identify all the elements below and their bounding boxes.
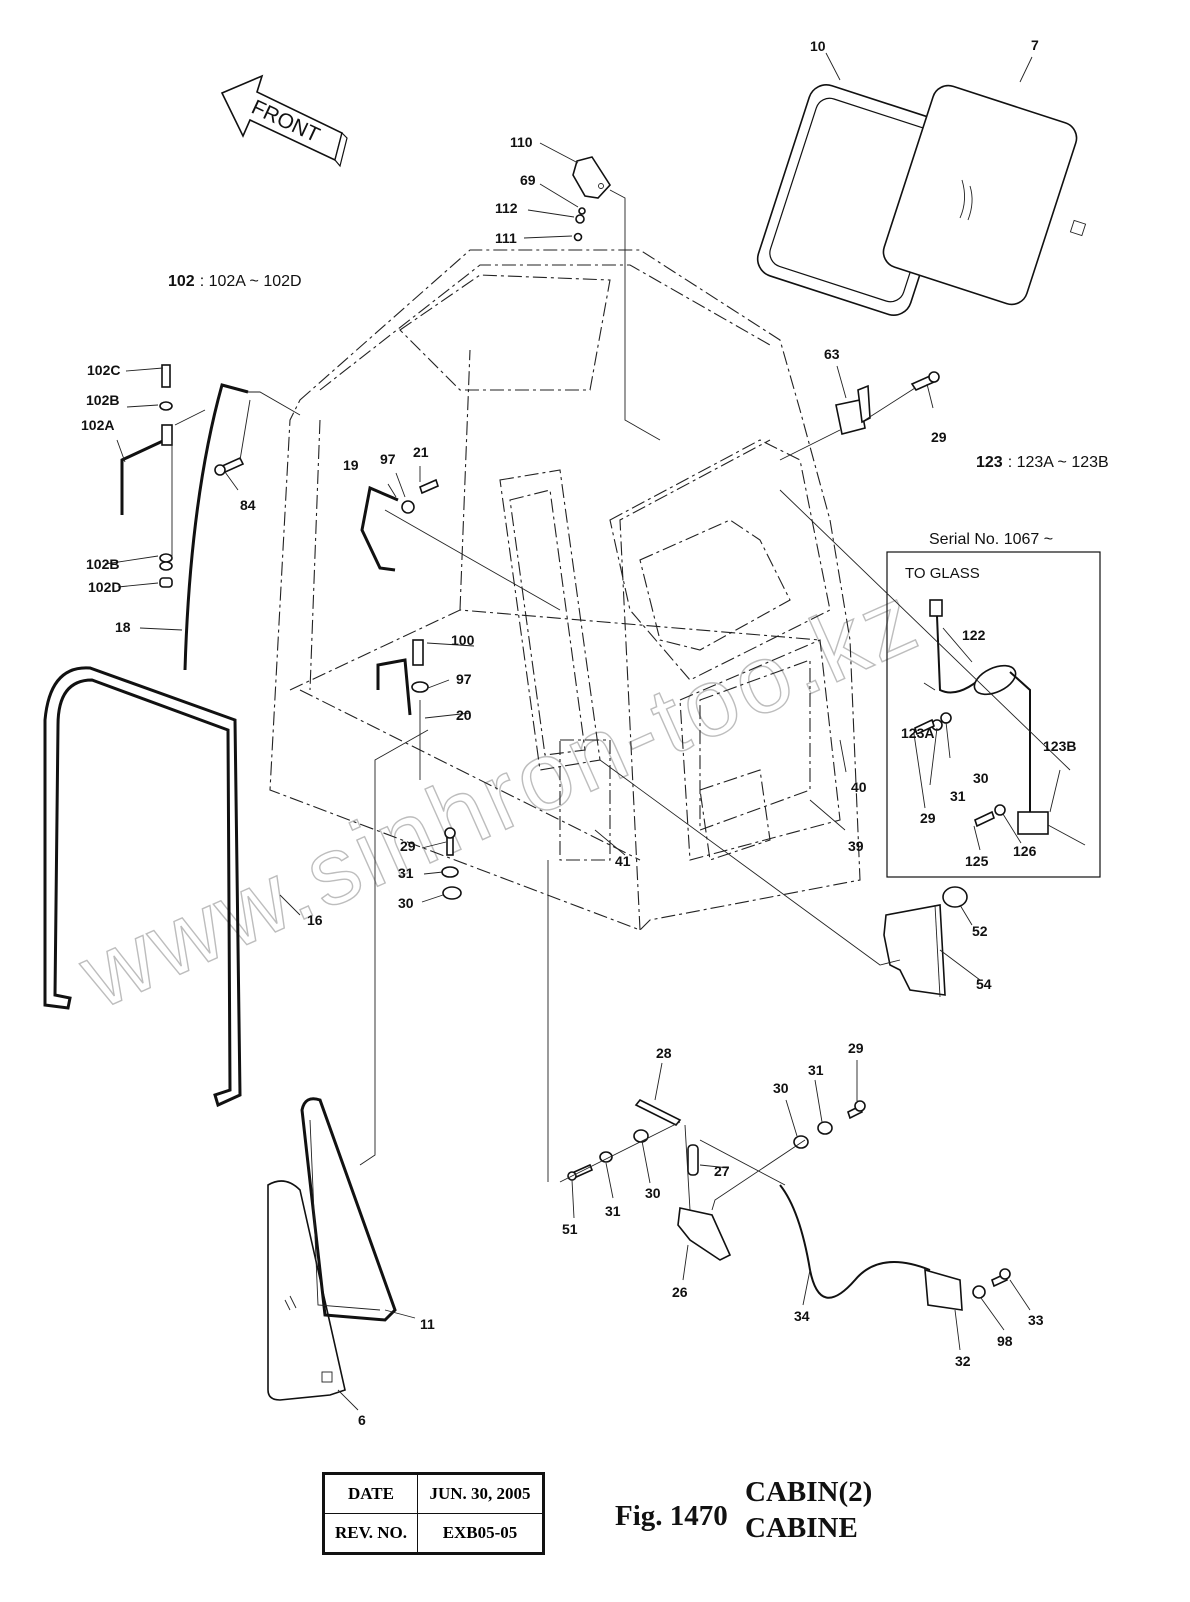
part-label: 126 (1013, 843, 1037, 859)
part-label: 39 (848, 838, 864, 854)
part-label: 69 (520, 172, 536, 188)
bolt-84 (214, 399, 251, 476)
mirror-bracket-54 (599, 759, 968, 998)
part-label: 20 (456, 707, 472, 723)
part-label: 102B (86, 556, 119, 572)
watermark-text: www.sinhron-too.kz (64, 564, 935, 1030)
part-label: 52 (972, 923, 988, 939)
part-label: 6 (358, 1412, 366, 1428)
part-label: 100 (451, 632, 475, 648)
front-arrow-icon: FRONT (220, 74, 348, 168)
window-frame-11 (300, 729, 429, 1322)
part-label: 123A (901, 725, 934, 741)
part-label: 111 (495, 230, 517, 246)
note-123-text: : 123A ~ 123B (1008, 454, 1109, 471)
part-label: 122 (962, 627, 986, 643)
part-label: 123B (1043, 738, 1076, 754)
part-label: 30 (398, 895, 414, 911)
grab-rail-18 (183, 383, 301, 671)
part-label: 98 (997, 1333, 1013, 1349)
part-label: 29 (920, 810, 936, 826)
front-arrow-label: FRONT (248, 96, 323, 147)
rear-window-glass-7 (882, 84, 1087, 306)
part-label: 110 (510, 134, 533, 150)
part-label: 125 (965, 853, 989, 869)
handle-19 (360, 478, 561, 611)
note-123-range: 123 : 123A ~ 123B (976, 454, 1109, 471)
part-label: 27 (714, 1163, 730, 1179)
part-label: 32 (955, 1353, 971, 1369)
part-label: 29 (931, 429, 947, 445)
figure-title-en: CABIN(2) (745, 1476, 873, 1508)
serial-note: Serial No. 1067 ~ (929, 531, 1053, 548)
part-labels: 10 7 110 69 112 111 102C 102B 102A 84 10… (81, 37, 1076, 1428)
part-label: 84 (240, 497, 256, 513)
door-lock-63 (779, 371, 940, 461)
part-label: 26 (672, 1284, 688, 1300)
part-label: 11 (420, 1316, 435, 1332)
part-label: 51 (562, 1221, 578, 1237)
part-label: 102A (81, 417, 114, 433)
figure-title-fr: CABINE (745, 1512, 858, 1544)
part-label: 34 (794, 1308, 810, 1324)
date-value: JUN. 30, 2005 (417, 1473, 544, 1514)
part-label: 31 (605, 1203, 621, 1219)
part-label: 102C (87, 362, 120, 378)
title-block-table: DATE JUN. 30, 2005 REV. NO. EXB05-05 (322, 1472, 545, 1555)
part-label: 30 (773, 1080, 789, 1096)
note-102-range: 102 : 102A ~ 102D (168, 273, 302, 290)
rev-value: EXB05-05 (417, 1513, 544, 1554)
part-label: 31 (398, 865, 414, 881)
part-label: 18 (115, 619, 131, 635)
figure-number: Fig. 1470 (615, 1500, 728, 1532)
part-label: 33 (1028, 1312, 1044, 1328)
rev-label: REV. NO. (323, 1513, 418, 1554)
part-label: 54 (976, 976, 992, 992)
bracket-102A (120, 364, 206, 588)
part-label: 31 (808, 1062, 824, 1078)
part-label: 41 (615, 853, 631, 869)
leader-lines (104, 52, 1061, 1411)
side-glass-6 (267, 1180, 346, 1401)
part-label: 112 (495, 200, 518, 216)
date-label: DATE (323, 1473, 418, 1514)
note-123-key: 123 (976, 454, 1003, 471)
part-label: 97 (380, 451, 396, 467)
part-label: 28 (656, 1045, 672, 1061)
cabin-frame (269, 249, 861, 931)
part-label: 19 (343, 457, 359, 473)
fasteners-mid (441, 827, 462, 900)
part-label: 31 (950, 788, 966, 804)
part-label: 10 (810, 38, 826, 54)
part-label: 97 (456, 671, 472, 687)
serial-inset-box (779, 489, 1101, 878)
part-label: 21 (413, 444, 429, 460)
part-label: 63 (824, 346, 840, 362)
bracket-110 (572, 156, 661, 441)
part-label: 102D (88, 579, 121, 595)
to-glass-note: TO GLASS (905, 565, 980, 582)
window-latch-assembly (547, 860, 1011, 1311)
part-label: 29 (400, 838, 416, 854)
part-label: 30 (973, 770, 989, 786)
part-label: 16 (307, 912, 323, 928)
part-label: 30 (645, 1185, 661, 1201)
door-seal-16 (43, 666, 242, 1108)
part-label: 29 (848, 1040, 864, 1056)
handle-20 (376, 639, 429, 780)
part-label: 40 (851, 779, 867, 795)
part-label: 102B (86, 392, 119, 408)
part-label: 7 (1031, 37, 1039, 53)
note-102-text: : 102A ~ 102D (200, 273, 302, 290)
note-102-key: 102 (168, 273, 195, 290)
